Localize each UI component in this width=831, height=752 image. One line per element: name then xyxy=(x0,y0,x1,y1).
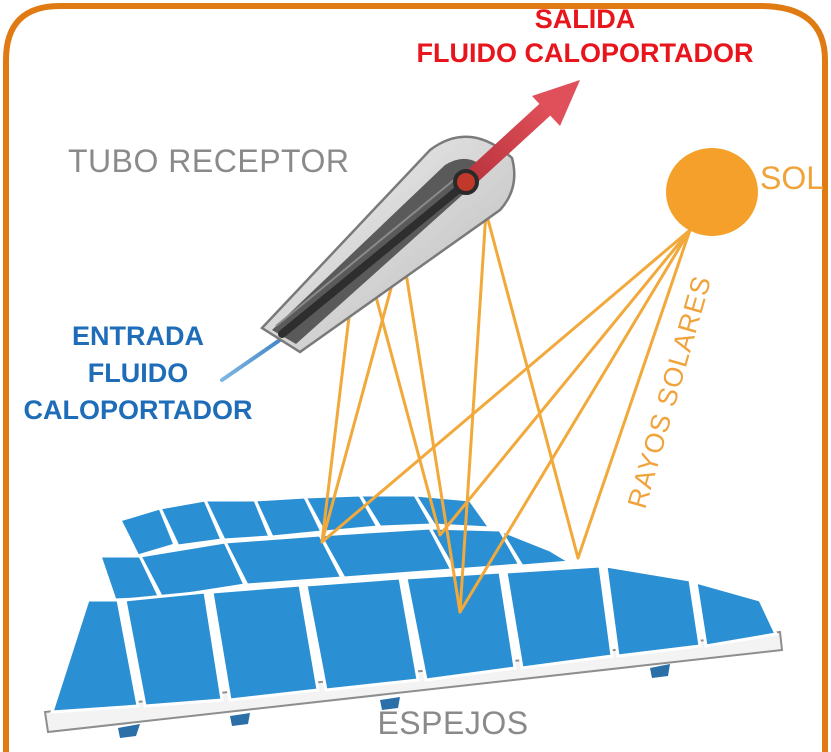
outlet-label-line1: SALIDA xyxy=(534,4,636,34)
mirror-panel xyxy=(504,564,614,670)
mirror-panel xyxy=(157,498,225,548)
mirror-panel xyxy=(202,498,273,542)
receiver-label: TUBO RECEPTOR xyxy=(68,143,350,179)
inlet-label-line1: ENTRADA xyxy=(72,321,204,351)
mirror-panel xyxy=(496,526,575,568)
tube-outlet-end xyxy=(453,169,479,195)
mirror-panel xyxy=(604,564,702,658)
mirror-supports xyxy=(118,664,670,738)
mirror-panel xyxy=(49,598,140,714)
inlet-pipe xyxy=(220,331,292,382)
mirror-panels xyxy=(49,493,779,714)
outlet-label: SALIDA FLUIDO CALOPORTADOR xyxy=(365,2,805,70)
outlet-label-line2: FLUIDO CALOPORTADOR xyxy=(416,38,754,68)
mirror-panel xyxy=(123,590,224,708)
mirror-panel xyxy=(304,576,420,692)
mirror-panel xyxy=(694,579,779,648)
sun-icon xyxy=(666,148,758,236)
inlet-label-line3: CALOPORTADOR xyxy=(23,395,253,425)
mirror-field xyxy=(43,493,784,738)
mirror-panel xyxy=(222,533,345,587)
mirror-panel xyxy=(357,493,435,529)
mirror-panel xyxy=(117,506,178,558)
inlet-label: ENTRADA FLUIDO CALOPORTADOR xyxy=(4,318,272,429)
receiver-tube xyxy=(260,135,516,354)
mirrors-label: ESPEJOS xyxy=(377,705,529,741)
sun-label: SOL xyxy=(760,160,825,196)
mirror-panel xyxy=(412,493,494,530)
mirror-panel xyxy=(404,570,517,682)
frame-border xyxy=(3,3,828,752)
mirror-panel xyxy=(210,583,320,702)
outlet-arrow xyxy=(453,80,580,195)
absorber-tube xyxy=(278,176,474,338)
inlet-label-line2: FLUIDO xyxy=(87,358,189,388)
sun-rays xyxy=(320,210,692,614)
mirror-panel xyxy=(137,540,248,600)
mirror-panel xyxy=(317,526,455,580)
